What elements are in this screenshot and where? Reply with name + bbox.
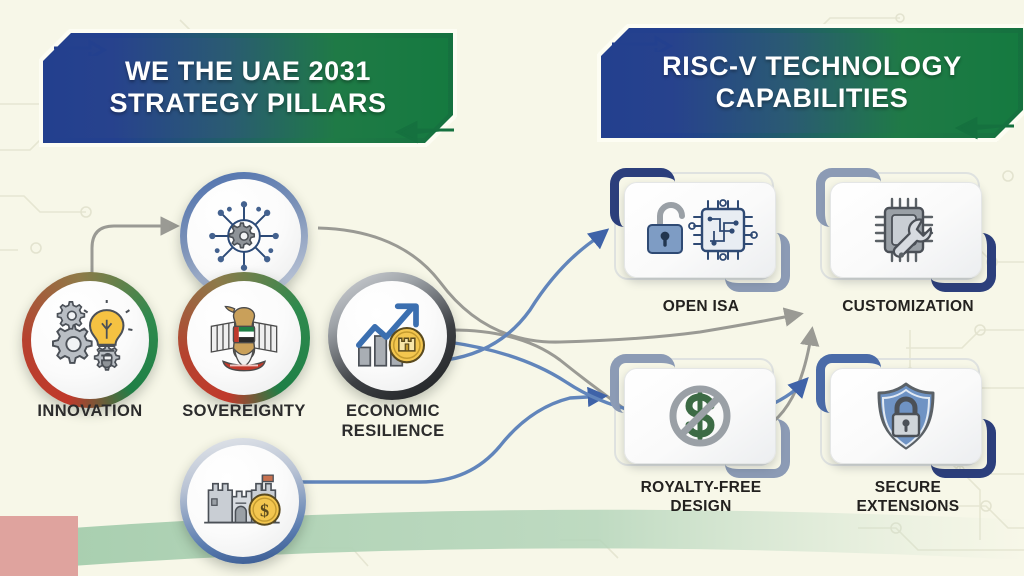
gears-lightbulb-icon [52,300,133,371]
card-royalty-free-accent-br [725,419,790,478]
banner-right-bottom-arrow [954,116,1014,140]
pillar-innovation-face [31,281,149,399]
green-band [72,509,1024,566]
coin-castle-sub-icon [388,326,426,364]
uae-falcon-emblem-icon [210,305,278,372]
shield-lock-icon [877,382,935,450]
card-royalty-free-label: ROYALTY-FREE DESIGN [640,479,762,516]
pillar-sovereignty[interactable] [178,272,310,404]
card-royalty-free-tile [624,368,776,464]
dollar-coin-sub-icon: $ [248,493,281,526]
pillar-node-fortress[interactable]: $ [180,438,306,564]
pink-block [0,516,78,576]
cpu-chip-sub-icon [688,199,758,261]
open-padlock-chip-icon [647,199,758,261]
card-royalty-free-accent-tl [610,354,675,413]
pillar-economic-resilience-label: ECONOMIC RESILIENCE [341,402,445,440]
pillar-innovation[interactable] [22,272,158,408]
banner-right-title: RISC-V TECHNOLOGY CAPABILITIES [662,51,962,113]
chip-network-icon [209,201,279,271]
lightbulb-sub-icon [80,300,133,369]
card-customization[interactable] [816,168,996,292]
padlock-sub-icon [891,396,921,438]
banner-strategy-pillars: WE THE UAE 2031 STRATEGY PILLARS [48,38,448,138]
card-secure-extensions-accent-tl [816,354,881,413]
banner-left-title: WE THE UAE 2031 STRATEGY PILLARS [109,56,387,118]
banner-left-top-arrow [54,39,108,56]
card-secure-extensions[interactable] [816,354,996,478]
card-open-isa-tile [624,182,776,278]
card-secure-extensions-accent-br [931,419,996,478]
pillar-sovereignty-face [187,281,301,395]
wrench-sub-icon [892,218,933,258]
no-dollar-icon [669,385,731,447]
svg-text:$: $ [260,501,269,521]
pillar-innovation-label: INNOVATION [37,402,143,420]
banner-right-top-arrow [612,35,674,52]
chip-wrench-icon [874,197,934,263]
castle-coin-icon: $ [204,474,281,526]
card-open-isa-accent-tl [610,168,675,227]
card-open-isa-accent-br [725,233,790,292]
pillar-sovereignty-label: SOVEREIGNTY [182,402,306,420]
pillar-economic-resilience[interactable] [328,272,456,400]
card-secure-extensions-tile [830,368,982,464]
open-padlock-sub-icon [647,202,685,254]
card-customization-accent-br [931,233,996,292]
banner-left-bottom-arrow [394,120,454,144]
card-open-isa-label: OPEN ISA [662,298,740,315]
pillar-economic-resilience-face [337,281,447,391]
pillar-node-fortress-face: $ [187,445,299,557]
card-customization-accent-tl [816,168,881,227]
banner-left-fill: WE THE UAE 2031 STRATEGY PILLARS [48,38,448,138]
card-customization-tile [830,182,982,278]
growth-chart-coin-icon [356,303,426,367]
banner-right-fill: RISC-V TECHNOLOGY CAPABILITIES [606,33,1018,133]
card-open-isa[interactable] [610,168,790,292]
card-secure-extensions-label: SECURE EXTENSIONS [856,479,960,516]
card-customization-label: CUSTOMIZATION [842,298,974,315]
card-royalty-free-design[interactable] [610,354,790,478]
